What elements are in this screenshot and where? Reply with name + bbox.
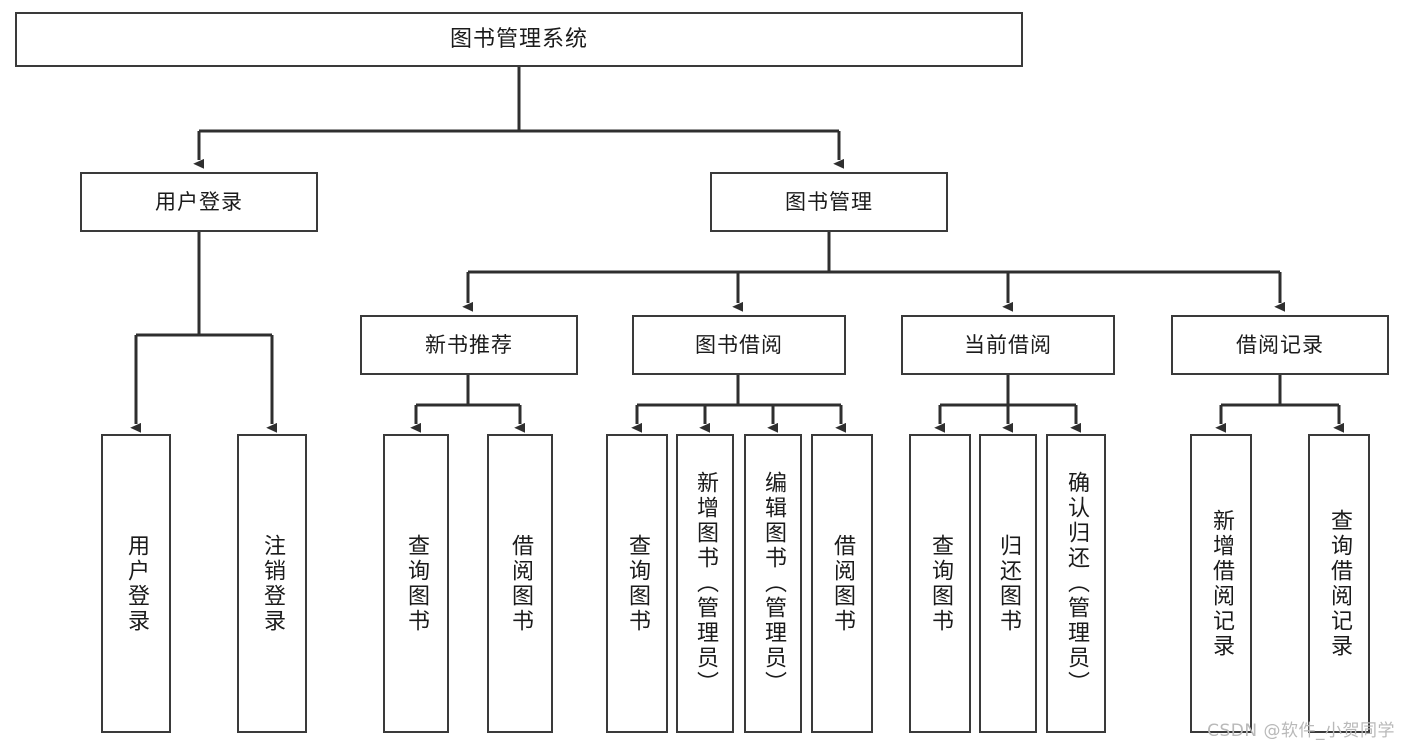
leaf-current-borrow-query-book[interactable]: 查询图书 [909, 434, 971, 733]
leaf-user-login-logout[interactable]: 注销登录 [237, 434, 307, 733]
leaf-borrow-record-query-record[interactable]: 查询借阅记录 [1308, 434, 1370, 733]
node-user-login[interactable]: 用户登录 [80, 172, 318, 232]
leaf-book-borrow-borrow-book[interactable]: 借阅图书 [811, 434, 873, 733]
leaf-current-borrow-return-book[interactable]: 归还图书 [979, 434, 1037, 733]
node-borrow-record[interactable]: 借阅记录 [1171, 315, 1389, 375]
node-label: 用户登录 [155, 189, 243, 214]
node-label: 图书管理 [785, 189, 873, 214]
node-label: 新书推荐 [425, 332, 513, 357]
node-label: 用户登录 [124, 533, 149, 634]
node-label: 借阅图书 [830, 533, 855, 634]
node-label: 确认归还（管理员） [1064, 471, 1089, 696]
node-root-book-management-system[interactable]: 图书管理系统 [15, 12, 1023, 67]
node-label: 借阅记录 [1236, 332, 1324, 357]
leaf-new-book-query-book[interactable]: 查询图书 [383, 434, 449, 733]
node-label: 归还图书 [996, 533, 1021, 634]
leaf-user-login-login[interactable]: 用户登录 [101, 434, 171, 733]
leaf-book-borrow-add-book-admin[interactable]: 新增图书（管理员） [676, 434, 734, 733]
node-label: 编辑图书（管理员） [761, 471, 786, 696]
node-current-borrow[interactable]: 当前借阅 [901, 315, 1115, 375]
node-label: 借阅图书 [508, 533, 533, 634]
node-label: 图书借阅 [695, 332, 783, 357]
leaf-borrow-record-add-record[interactable]: 新增借阅记录 [1190, 434, 1252, 733]
node-label: 查询图书 [625, 533, 650, 634]
node-label: 查询图书 [404, 533, 429, 634]
leaf-book-borrow-query-book[interactable]: 查询图书 [606, 434, 668, 733]
node-label: 新增图书（管理员） [693, 471, 718, 696]
csdn-watermark: CSDN @软件_小贺同学 [1207, 721, 1395, 741]
node-label: 当前借阅 [964, 332, 1052, 357]
node-label: 图书管理系统 [449, 26, 588, 52]
leaf-book-borrow-edit-book-admin[interactable]: 编辑图书（管理员） [744, 434, 802, 733]
node-label: 查询借阅记录 [1327, 508, 1352, 659]
node-label: 注销登录 [260, 533, 285, 634]
leaf-current-borrow-confirm-return-admin[interactable]: 确认归还（管理员） [1046, 434, 1106, 733]
leaf-new-book-borrow-book[interactable]: 借阅图书 [487, 434, 553, 733]
node-book-management[interactable]: 图书管理 [710, 172, 948, 232]
node-label: 新增借阅记录 [1209, 508, 1234, 659]
node-book-borrow[interactable]: 图书借阅 [632, 315, 846, 375]
node-label: 查询图书 [928, 533, 953, 634]
node-new-book-recommend[interactable]: 新书推荐 [360, 315, 578, 375]
